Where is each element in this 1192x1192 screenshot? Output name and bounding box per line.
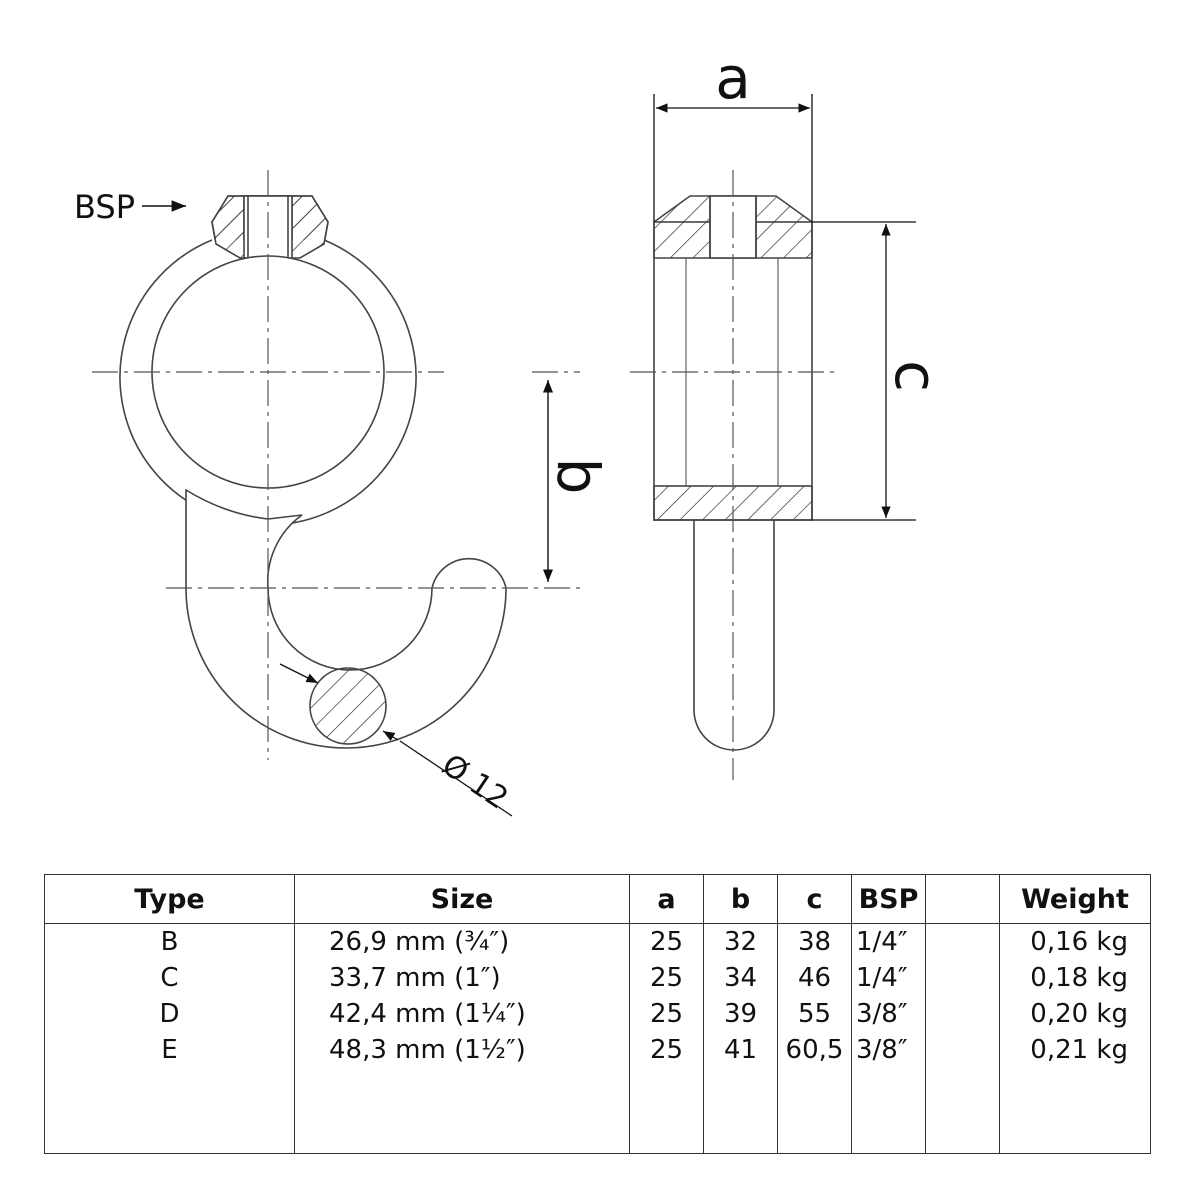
cell-type: C: [44, 960, 295, 996]
cell-blank: [925, 1032, 1000, 1068]
label-b: b: [544, 458, 612, 495]
cell-blank: [925, 960, 1000, 996]
table-row: E 48,3 mm (1½″) 25 41 60,5 3/8″ 0,21 kg: [44, 1032, 1151, 1068]
cell-bsp: 1/4″: [851, 960, 926, 996]
cell-a: 25: [629, 923, 704, 960]
cell-c: 55: [777, 996, 852, 1032]
header-size: Size: [294, 874, 630, 924]
cell-size: 33,7 mm (1″): [294, 960, 630, 996]
section-circle: [309, 667, 387, 745]
cell-weight: 0,20 kg: [999, 996, 1151, 1032]
table-row: D 42,4 mm (1¼″) 25 39 55 3/8″ 0,20 kg: [44, 996, 1151, 1032]
cell-a: 25: [629, 996, 704, 1032]
table-row: C 33,7 mm (1″) 25 34 46 1/4″ 0,18 kg: [44, 960, 1151, 996]
label-c: c: [882, 360, 950, 392]
label-a: a: [715, 44, 751, 112]
cell-weight: 0,21 kg: [999, 1032, 1151, 1068]
side-pin: [693, 520, 775, 751]
cell-b: 39: [703, 996, 778, 1032]
header-b: b: [703, 874, 778, 924]
label-diameter: Ø 12: [436, 748, 515, 817]
spec-table: Type Size a b c BSP Weight B 26,9 mm (¾″…: [44, 874, 1151, 1154]
centerlines-left: [92, 170, 580, 760]
cell-type: B: [44, 923, 295, 960]
dimension-c: [812, 221, 916, 521]
hook-front-view: [119, 195, 507, 749]
header-bsp: BSP: [851, 874, 926, 924]
cell-a: 25: [629, 1032, 704, 1068]
table-row: B 26,9 mm (¾″) 25 32 38 1/4″ 0,16 kg: [44, 923, 1151, 960]
cell-weight: 0,18 kg: [999, 960, 1151, 996]
cell-blank: [925, 996, 1000, 1032]
cell-bsp: 1/4″: [851, 923, 926, 960]
hook-body: [185, 488, 507, 749]
cell-b: 41: [703, 1032, 778, 1068]
cell-b: 32: [703, 923, 778, 960]
table-empty-row: [44, 1068, 1151, 1154]
header-type: Type: [44, 874, 295, 924]
cell-b: 34: [703, 960, 778, 996]
dimension-diameter: [279, 663, 513, 817]
centerlines-right: [630, 170, 836, 780]
cell-bsp: 3/8″: [851, 1032, 926, 1068]
cell-c: 38: [777, 923, 852, 960]
cell-bsp: 3/8″: [851, 996, 926, 1032]
table-header-row: Type Size a b c BSP Weight: [44, 874, 1151, 924]
cell-type: E: [44, 1032, 295, 1068]
cell-c: 60,5: [777, 1032, 852, 1068]
header-weight: Weight: [999, 874, 1151, 924]
header-blank: [925, 874, 1000, 924]
label-bsp: BSP: [74, 188, 135, 226]
header-c: c: [777, 874, 852, 924]
cell-c: 46: [777, 960, 852, 996]
cell-type: D: [44, 996, 295, 1032]
cell-a: 25: [629, 960, 704, 996]
dimension-a: [653, 94, 813, 222]
cell-size: 26,9 mm (¾″): [294, 923, 630, 960]
cell-weight: 0,16 kg: [999, 923, 1151, 960]
cell-size: 48,3 mm (1½″): [294, 1032, 630, 1068]
header-a: a: [629, 874, 704, 924]
cell-blank: [925, 923, 1000, 960]
technical-drawing: b BSP Ø 12 a: [74, 44, 950, 817]
cell-size: 42,4 mm (1¼″): [294, 996, 630, 1032]
